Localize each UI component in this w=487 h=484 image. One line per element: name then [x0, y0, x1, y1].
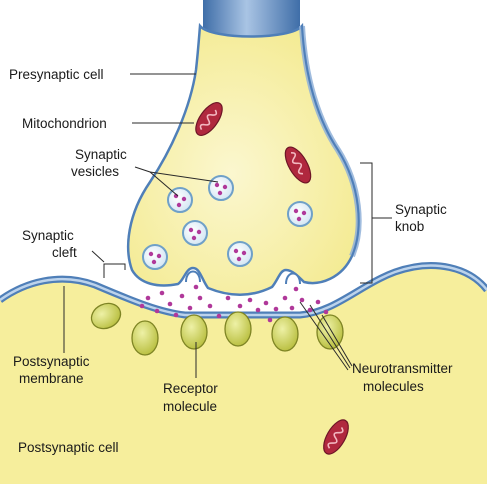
label-postsynaptic-cell: Postsynaptic cell: [18, 440, 119, 455]
label-neurotransmitter-molecules-line1: Neurotransmitter: [352, 361, 453, 376]
mitochondrion: [195, 102, 223, 136]
receptor-molecule: [271, 316, 299, 352]
label-synaptic-vesicles-line2: vesicles: [71, 164, 119, 179]
receptor-molecule: [224, 311, 252, 347]
label-presynaptic-cell: Presynaptic cell: [9, 67, 104, 82]
label-synaptic-knob-line1: Synaptic: [395, 202, 447, 217]
synaptic-vesicle: [227, 241, 253, 267]
synaptic-vesicle: [182, 220, 208, 246]
label-synaptic-knob-line2: knob: [395, 219, 424, 234]
fusing-vesicle: [185, 270, 201, 283]
mitochondrion: [323, 419, 349, 455]
label-synaptic-cleft-line2: cleft: [52, 245, 77, 260]
postsynaptic-cell: [0, 265, 487, 484]
label-receptor-molecule-line1: Receptor: [163, 381, 218, 396]
label-receptor-molecule-line2: molecule: [163, 399, 217, 414]
label-synaptic-cleft-line1: Synaptic: [22, 228, 74, 243]
label-synaptic-vesicles-line1: Synaptic: [75, 147, 127, 162]
mitochondrion: [284, 146, 312, 184]
receptor-molecules: [90, 302, 344, 356]
receptor-molecule: [131, 320, 159, 356]
receptor-molecule: [90, 302, 122, 330]
neurotransmitter-molecules: [139, 284, 329, 323]
label-neurotransmitter-molecules-line2: molecules: [363, 379, 424, 394]
receptor-molecule: [180, 314, 208, 350]
synaptic-vesicle: [167, 187, 193, 213]
synaptic-vesicle: [208, 175, 234, 201]
label-postsynaptic-membrane-line1: Postsynaptic: [13, 354, 90, 369]
leader-lines: [63, 73, 392, 378]
synaptic-vesicle: [287, 201, 313, 227]
label-postsynaptic-membrane-line2: membrane: [19, 371, 84, 386]
fusing-vesicle: [285, 272, 301, 285]
label-mitochondrion: Mitochondrion: [22, 116, 107, 131]
synaptic-vesicle: [142, 244, 168, 270]
